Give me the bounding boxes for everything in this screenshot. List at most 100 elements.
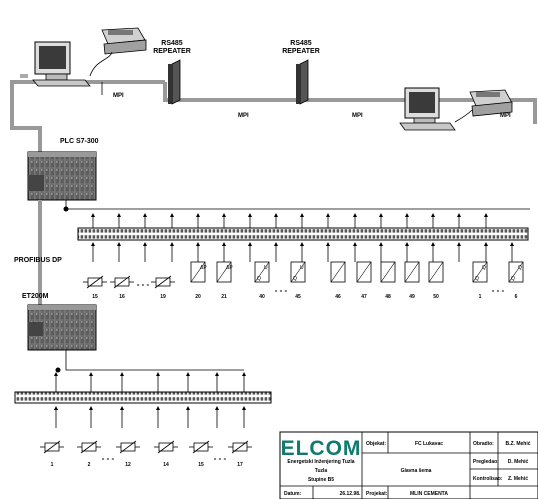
io-arrow-up [457,242,461,262]
channel-number: 19 [160,294,166,300]
et-io-arrows [54,372,246,428]
io-arrow-up [222,213,226,228]
io-arrow-up [326,242,330,262]
channel-number: 21 [221,294,227,300]
ellipsis: - - - [214,454,227,463]
io-arrow-up [120,372,124,392]
io-arrow-up [196,242,200,262]
datum-label: Datum: [284,491,302,497]
pregledao-value: D. Mehić [508,459,529,465]
io-arrow-up [405,242,409,262]
io-arrow-up [326,213,330,228]
repeater-2-label-line1: RS485 [290,40,312,47]
repeater-1-label-line1: RS485 [161,40,183,47]
sensor-icon [77,440,101,454]
channel-number: 15 [198,462,204,468]
io-arrow-up [379,213,383,228]
kontrolisao-value: Z. Mehić [508,476,528,482]
svg-text:ΔP: ΔP [226,265,233,271]
obradio-label: Obradio: [473,441,494,447]
datum-value: 26.12.98. [340,491,361,497]
channel-number: 1 [51,462,54,468]
io-arrow-up [120,406,124,428]
io-arrow-up [156,372,160,392]
q-transducer-icon: QQ [472,261,488,283]
slash-transducer-icon [356,261,372,283]
svg-text:Q: Q [257,276,261,282]
repeater-1-label-line2: REPEATER [153,48,191,55]
ellipsis: - - - [275,286,288,295]
dp-transducer-icon: ΔP [190,261,207,283]
mpi-label-3: MPI [352,113,363,119]
io-arrow-up [91,213,95,228]
sensor-icon [40,440,64,454]
mpi-label-2: MPI [238,113,249,119]
kontrolisao-label: Kontrolisao: [473,476,503,482]
io-arrow-up [274,242,278,262]
profibus-label: PROFIBUS DP [14,257,62,264]
printer-2 [469,89,513,117]
io-arrow-up [484,242,488,262]
io-arrow-up [353,242,357,262]
plc-label: PLC S7-300 [60,138,99,145]
company-line: Energetski Inženjering Tuzla [287,459,354,465]
mpi-label-4: MPI [500,113,511,119]
io-arrow-up [242,406,246,428]
io-arrow-up [54,372,58,392]
ellipsis: - - - [102,454,115,463]
svg-text:Q: Q [482,265,486,271]
channel-number: 47 [361,294,367,300]
sensor-icon [228,440,252,454]
company-city: Tuzla [315,468,328,474]
svg-text:Q: Q [475,276,479,282]
io-arrow-up [379,242,383,262]
et-terminal-strip [14,391,272,404]
io-arrow-up [186,372,190,392]
plc-rack [27,151,97,201]
io-arrow-up [54,406,58,428]
channel-number: 48 [385,294,391,300]
io-arrow-up [215,406,219,428]
channel-number: 50 [433,294,439,300]
channel-number: 46 [335,294,341,300]
plc-bus-node [63,206,69,212]
pregledao-label: Pregledao: [473,459,499,465]
objekat-value: FC Lukavac [415,441,443,447]
et200-label: ET200M [22,293,49,300]
repeater-2 [296,59,309,105]
io-arrow-up [143,213,147,228]
sensor-icon [189,440,213,454]
repeater-1 [168,59,181,105]
crtez-value: Glavna šema [401,468,432,474]
svg-text:U: U [300,265,304,271]
io-arrow-up [156,406,160,428]
svg-text:Q: Q [511,276,515,282]
printer-1 [101,27,147,55]
dp-transducer-icon: ΔP [216,261,233,283]
io-arrow-up [274,213,278,228]
io-arrow-up [170,213,174,228]
io-arrow-up [353,213,357,228]
io-arrow-up [196,213,200,228]
svg-text:U: U [264,265,268,271]
sensor-icon [83,275,107,289]
company-street: Stupine B5 [308,477,334,483]
channel-number: 49 [409,294,415,300]
ellipsis: - - - [492,286,505,295]
io-arrow-up [117,242,121,262]
io-arrow-up [89,372,93,392]
io-arrow-up [300,242,304,262]
q-transducer-icon: QQ [508,261,524,283]
uq-transducer-icon: UQ [290,261,306,283]
slash-transducer-icon [404,261,420,283]
io-arrow-up [405,213,409,228]
channel-number: 15 [92,294,98,300]
elcom-logo: ELCOM [281,437,362,460]
ellipsis: - - - [137,280,150,289]
channel-number: 45 [295,294,301,300]
channel-number: 16 [119,294,125,300]
channel-number: 2 [88,462,91,468]
